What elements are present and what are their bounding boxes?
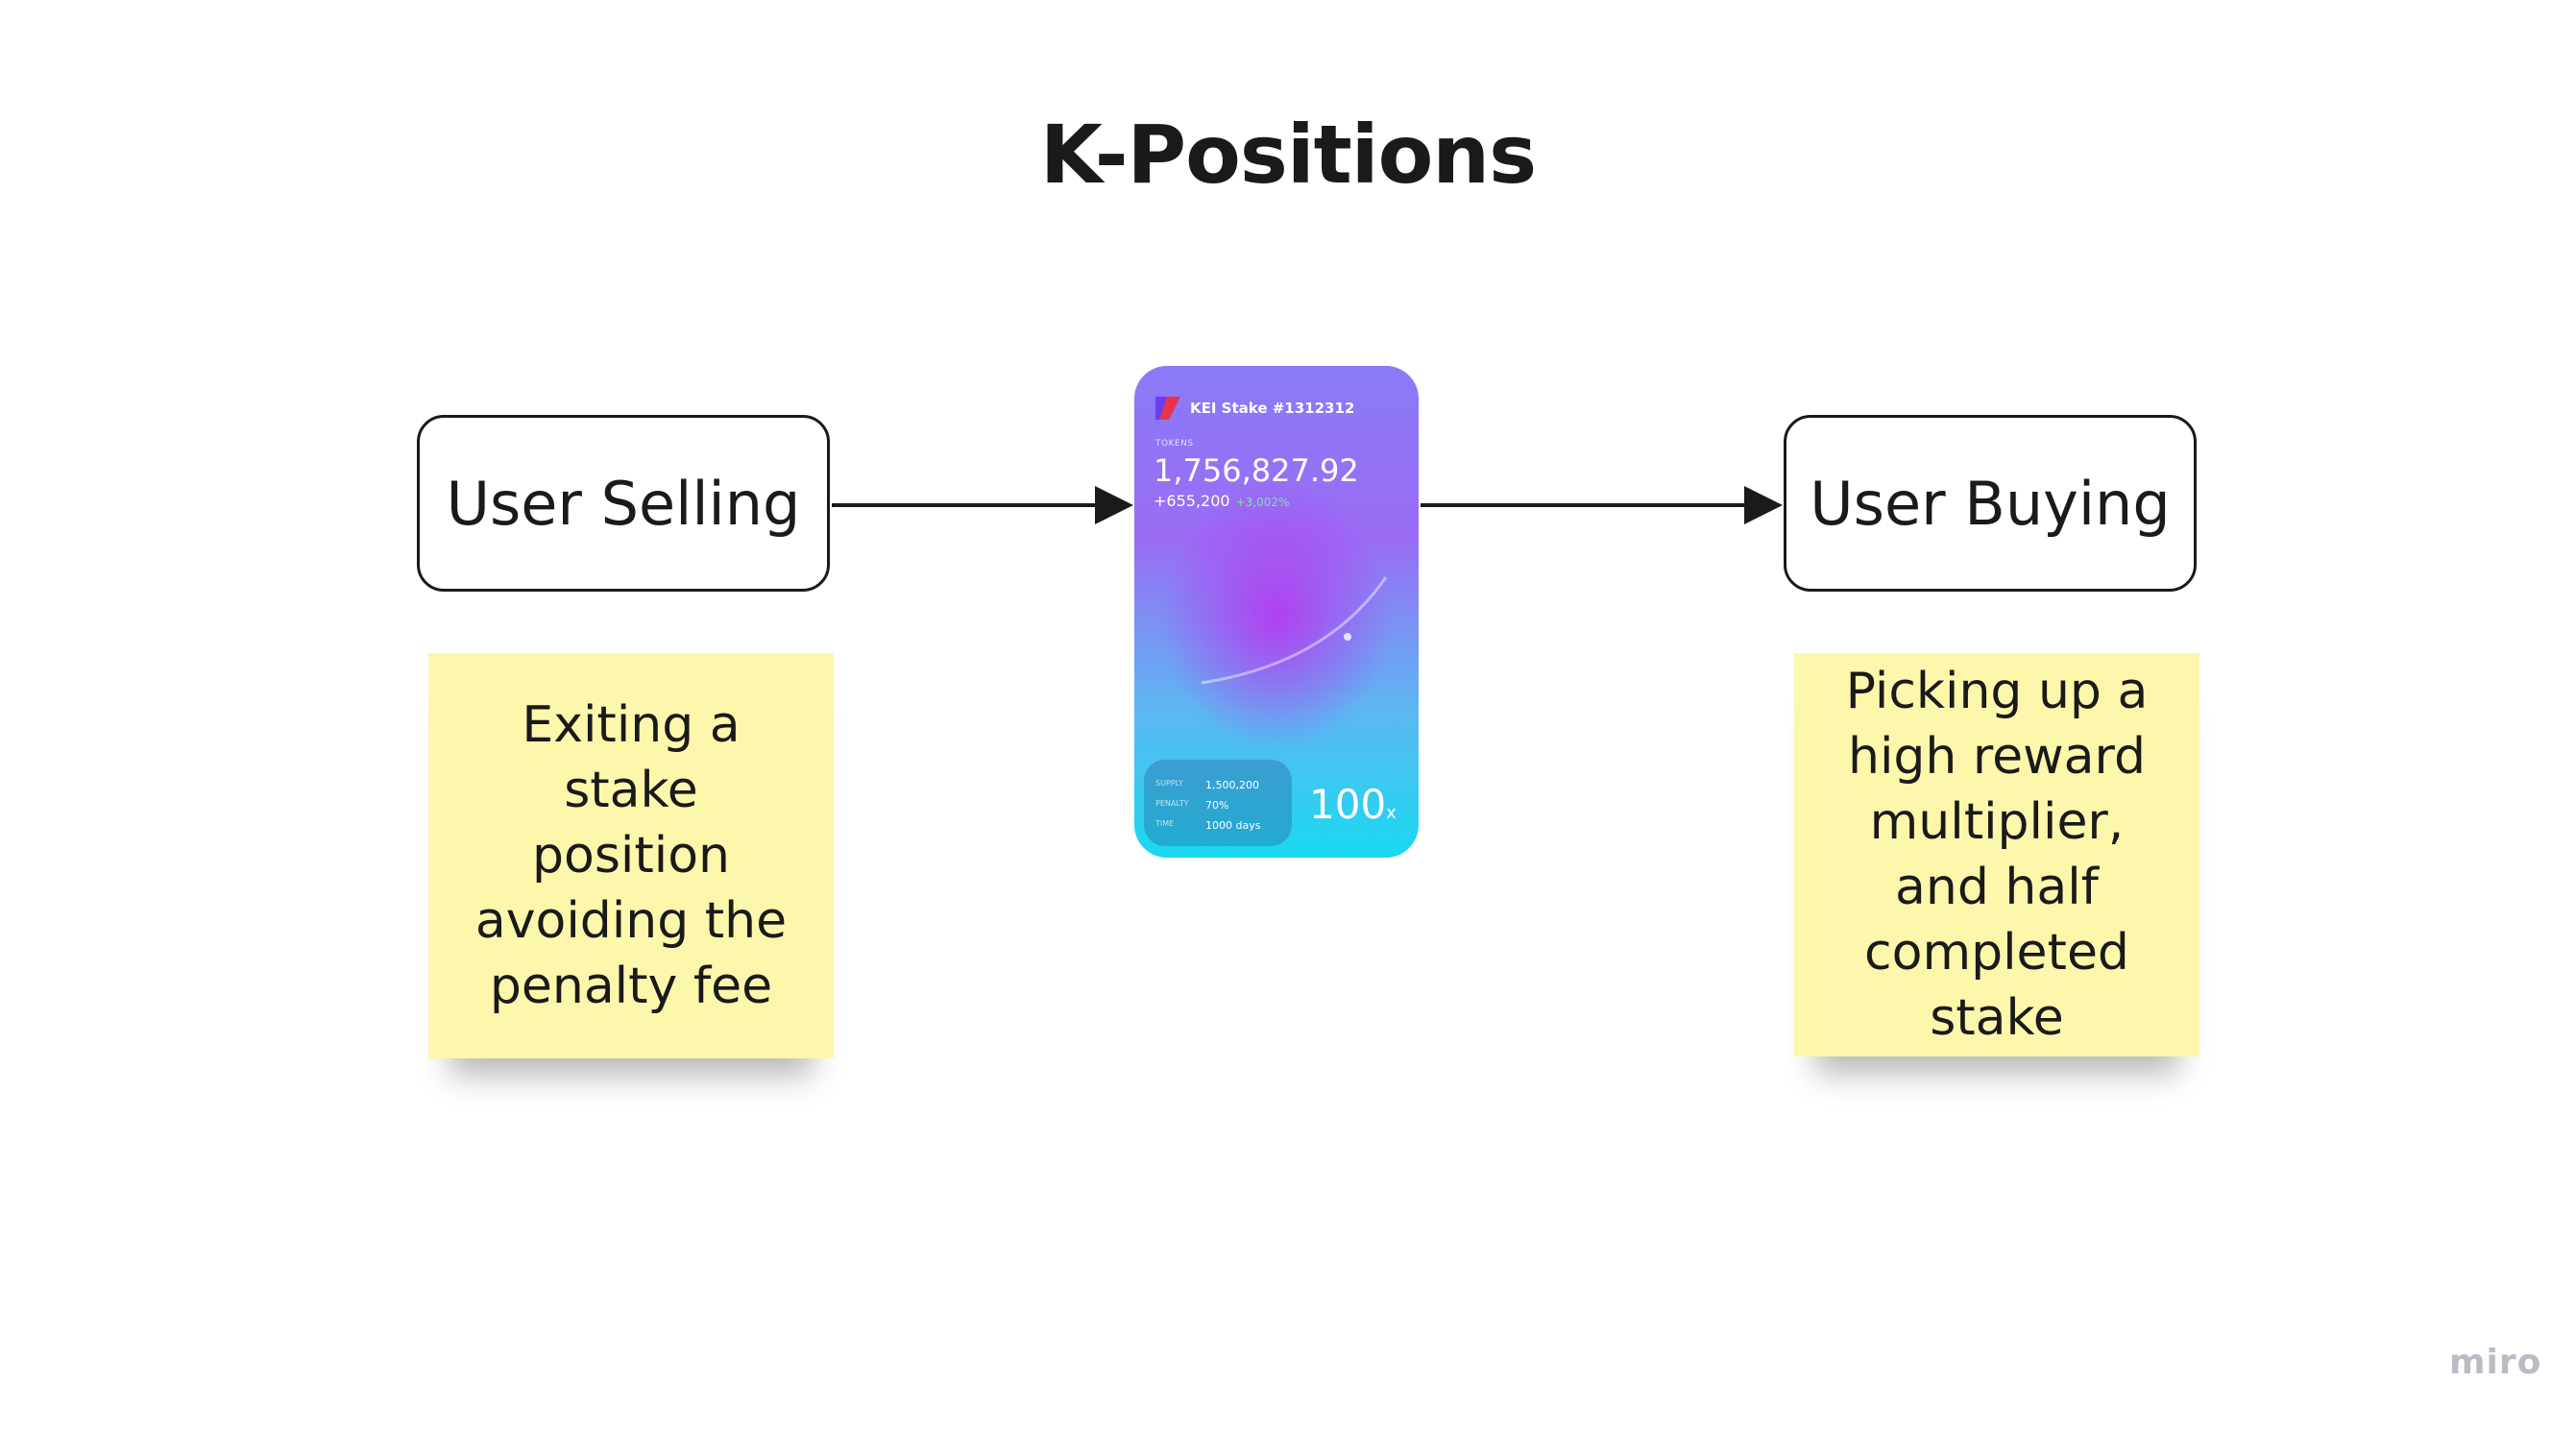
tokens-value: 1,756,827.92 (1154, 452, 1359, 489)
sticky-note-seller-text: Exiting a stake position avoiding the pe… (474, 696, 788, 1015)
card-title: KEI Stake #1312312 (1190, 400, 1355, 417)
multiplier-badge: 100x (1309, 781, 1397, 828)
multiplier-suffix: x (1386, 803, 1397, 823)
miro-brand-logo: miro (2449, 1343, 2542, 1382)
glow-arc-decoration (1201, 576, 1388, 685)
stat-value: 1000 days (1205, 819, 1261, 832)
user-selling-label: User Selling (446, 468, 801, 539)
stat-row-time: TIME 1000 days (1155, 819, 1260, 832)
stat-row-penalty: PENALTY 70% (1155, 799, 1228, 812)
sticky-note-seller[interactable]: Exiting a stake position avoiding the pe… (428, 653, 834, 1058)
sticky-note-buyer-text: Picking up a high reward multiplier, and… (1845, 663, 2149, 1047)
tokens-change: +655,200 +3,002% (1154, 492, 1289, 510)
stat-row-supply: SUPPLY 1,500,200 (1155, 779, 1259, 791)
stat-key: TIME (1155, 819, 1175, 828)
stat-value: 70% (1205, 799, 1229, 812)
user-selling-node[interactable]: User Selling (417, 415, 830, 592)
tokens-change-amount: +655,200 (1154, 492, 1230, 510)
page-title: K-Positions (1039, 108, 1537, 202)
stat-key: SUPPLY (1155, 779, 1183, 788)
stat-key: PENALTY (1155, 799, 1189, 808)
sticky-note-buyer[interactable]: Picking up a high reward multiplier, and… (1794, 653, 2199, 1056)
user-buying-node[interactable]: User Buying (1784, 415, 2197, 592)
user-buying-label: User Buying (1810, 468, 2171, 539)
kei-logo-icon (1155, 397, 1180, 420)
multiplier-value: 100 (1309, 781, 1387, 828)
stake-card[interactable]: KEI Stake #1312312 TOKENS 1,756,827.92 +… (1134, 366, 1419, 858)
tokens-change-percent: +3,002% (1235, 496, 1290, 509)
stats-panel: SUPPLY 1,500,200 PENALTY 70% TIME 1000 d… (1144, 760, 1292, 846)
stat-value: 1,500,200 (1205, 779, 1259, 791)
tokens-label: TOKENS (1155, 439, 1194, 449)
card-header: KEI Stake #1312312 (1154, 395, 1354, 422)
